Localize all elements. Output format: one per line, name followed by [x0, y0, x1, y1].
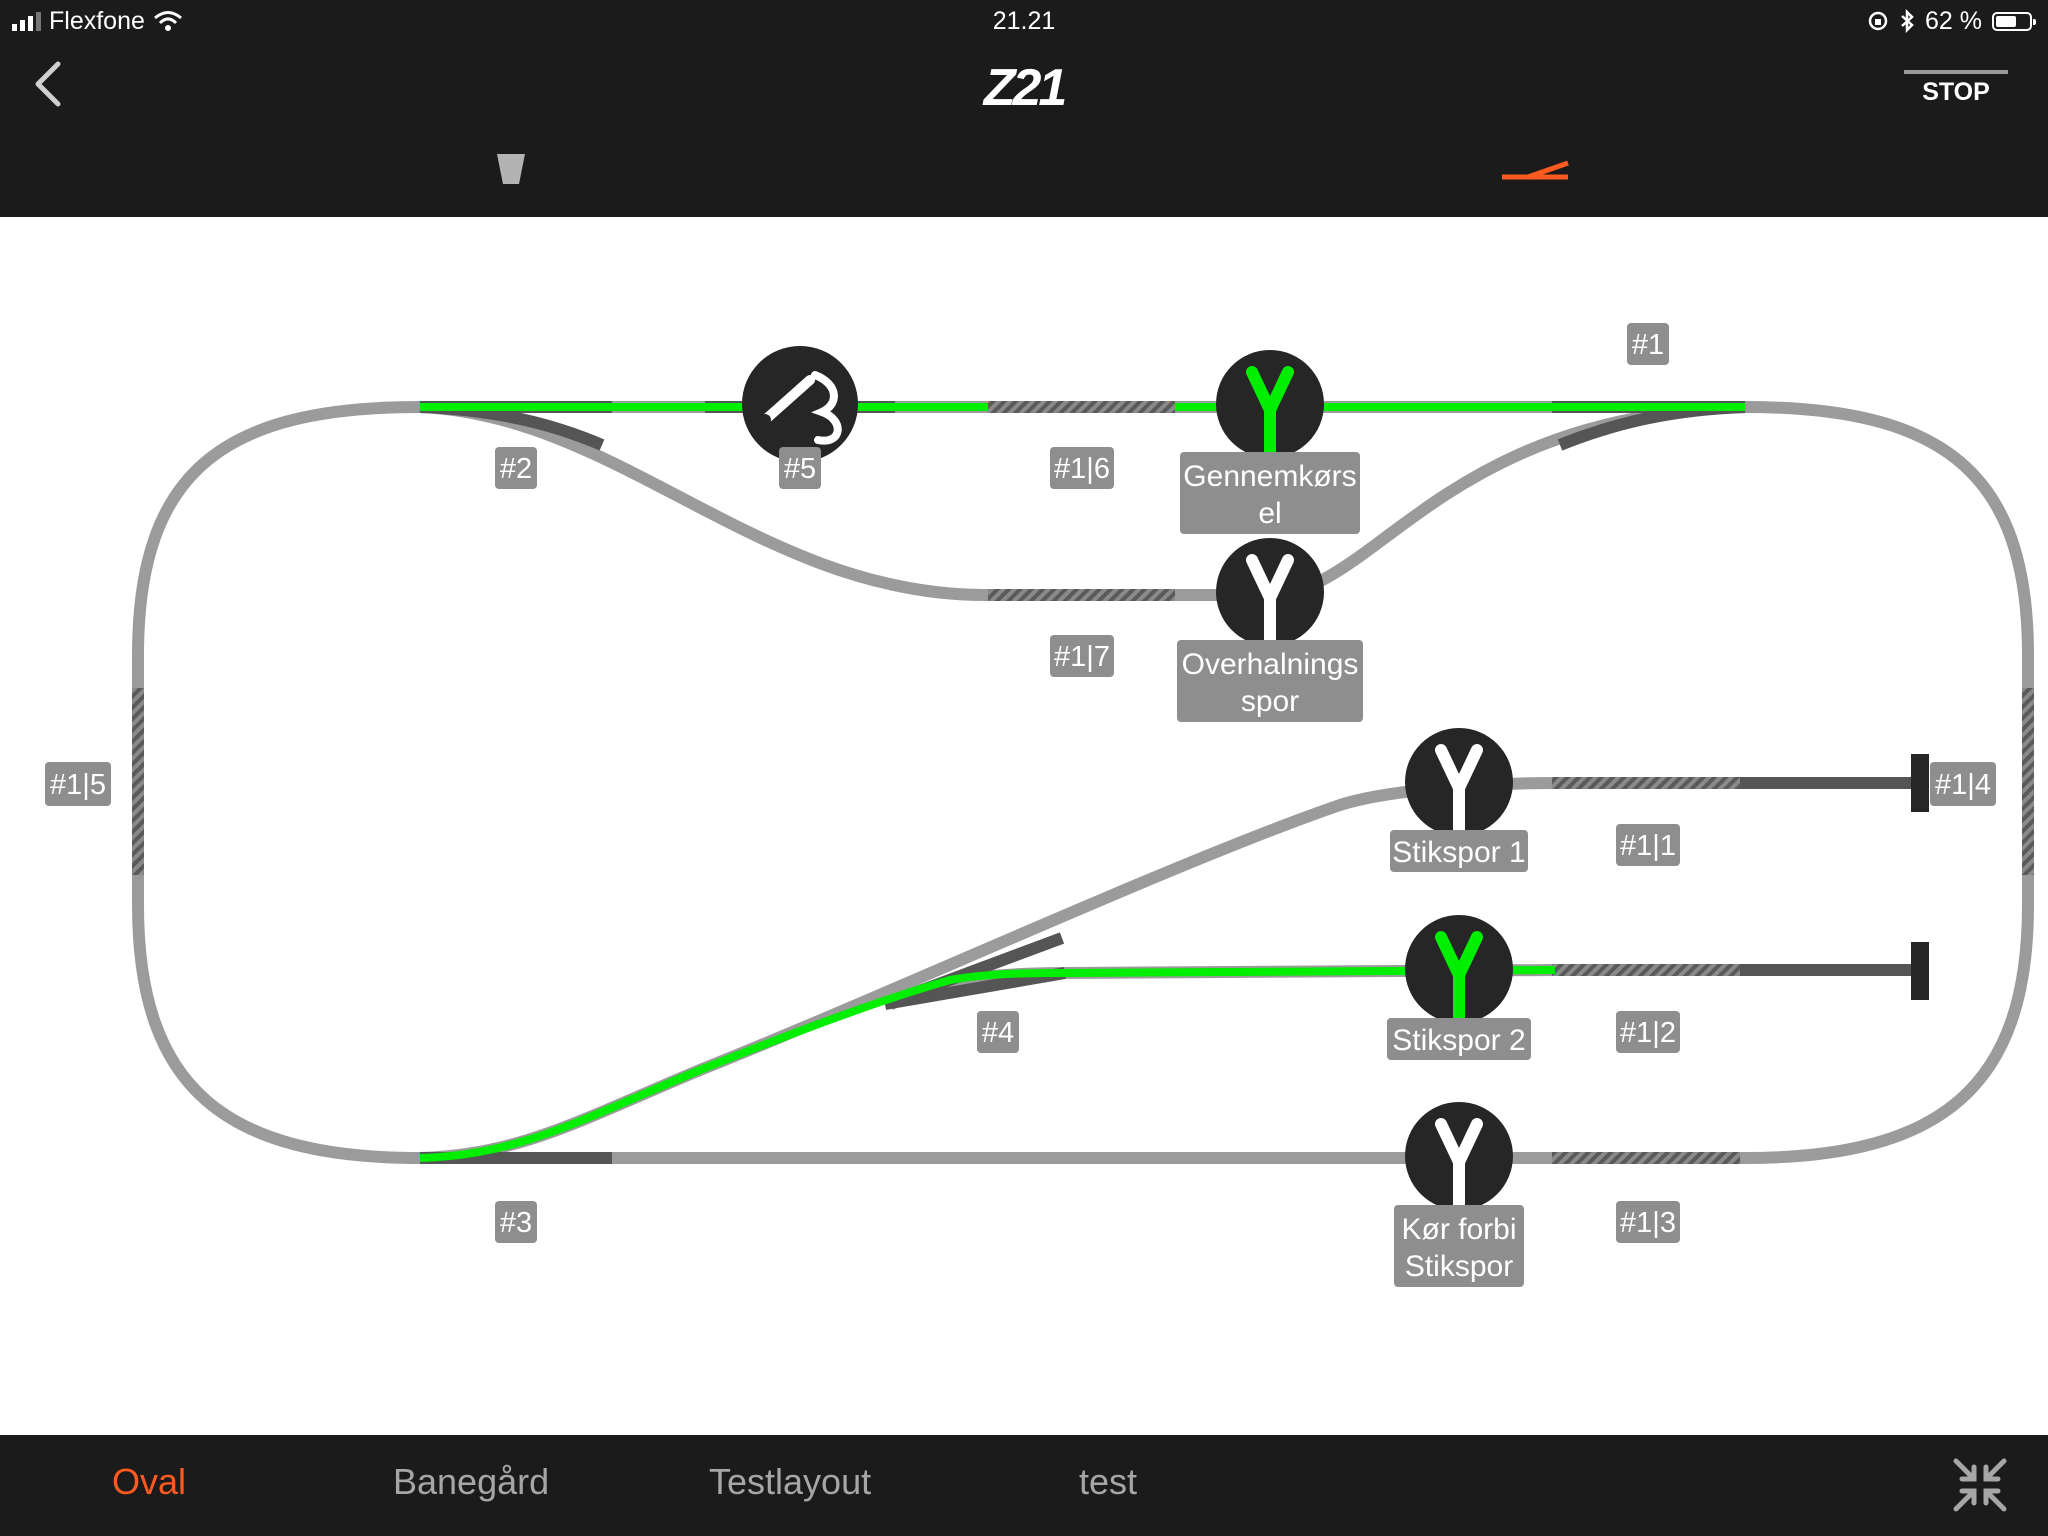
- back-button[interactable]: [24, 56, 74, 112]
- battery-percent: 62 %: [1925, 7, 1982, 35]
- svg-text:#1|2: #1|2: [1620, 1017, 1676, 1049]
- turnout-node-stikspor-1[interactable]: [1405, 728, 1513, 836]
- turnout-node-kor-forbi-stikspor[interactable]: [1405, 1102, 1513, 1210]
- svg-text:Stikspor 1: Stikspor 1: [1392, 836, 1525, 869]
- address-label-1-5[interactable]: #1|5: [45, 762, 111, 806]
- track-siding-overtaking: [419, 401, 1746, 601]
- battery-icon: [1992, 11, 2036, 31]
- name-label-stikspor-2[interactable]: Stikspor 2: [1387, 1018, 1531, 1060]
- svg-text:#1|7: #1|7: [1054, 641, 1110, 673]
- buffer-stop-2: [1911, 942, 1929, 1000]
- address-label-2[interactable]: #2: [495, 447, 537, 489]
- address-label-4[interactable]: #4: [977, 1011, 1019, 1053]
- switch-mode-icon[interactable]: [1500, 158, 1570, 182]
- svg-text:#5: #5: [784, 453, 816, 485]
- address-label-1[interactable]: #1: [1627, 323, 1669, 365]
- turnout-node-stikspor-2[interactable]: [1405, 915, 1513, 1023]
- svg-text:Stikspor 2: Stikspor 2: [1392, 1024, 1525, 1057]
- svg-text:#4: #4: [982, 1017, 1014, 1049]
- address-label-1-7[interactable]: #1|7: [1050, 635, 1114, 677]
- svg-text:#1: #1: [1632, 329, 1664, 361]
- turnout-node-overhalningsspor[interactable]: [1216, 538, 1324, 646]
- app-title: Z21: [983, 59, 1068, 117]
- battery-fill: [1996, 15, 2016, 27]
- svg-text:Gennemkørs: Gennemkørs: [1183, 460, 1356, 493]
- status-time: 21.21: [992, 7, 1056, 35]
- carrier-name: Flexfone: [49, 7, 145, 35]
- buffer-stop-1: [1911, 754, 1929, 812]
- status-left: Flexfone: [12, 6, 183, 36]
- wifi-icon: [153, 11, 182, 31]
- decoupler-node-5[interactable]: [742, 346, 858, 462]
- address-label-1-3[interactable]: #1|3: [1616, 1201, 1680, 1243]
- name-label-overhalningsspor[interactable]: Overhalnings spor: [1177, 640, 1363, 722]
- bottom-tab-bar: Oval Banegård Testlayout test: [0, 1435, 2048, 1536]
- track-outer-oval: [132, 401, 2034, 1164]
- svg-text:#3: #3: [500, 1207, 532, 1239]
- bluetooth-icon: [1901, 9, 1914, 33]
- svg-text:el: el: [1258, 497, 1281, 530]
- status-right: 62 %: [1867, 6, 2036, 36]
- stop-button[interactable]: STOP: [1904, 70, 2008, 107]
- collapse-icon[interactable]: [1952, 1457, 2008, 1513]
- address-label-1-2[interactable]: #1|2: [1616, 1011, 1680, 1053]
- svg-text:Overhalnings: Overhalnings: [1182, 648, 1359, 681]
- signal-icon: [12, 11, 41, 31]
- address-label-1-1[interactable]: #1|1: [1616, 824, 1680, 866]
- name-label-stikspor-1[interactable]: Stikspor 1: [1390, 830, 1528, 872]
- turnout-node-gennemkoersel[interactable]: [1216, 350, 1324, 458]
- locomotive-mode-icon[interactable]: [496, 152, 526, 186]
- svg-text:#2: #2: [500, 453, 532, 485]
- address-label-1-4[interactable]: #1|4: [1930, 762, 1996, 806]
- tab-test[interactable]: test: [1079, 1461, 1138, 1502]
- svg-text:#1|6: #1|6: [1054, 453, 1110, 485]
- top-bar: Flexfone 21.21 62 % Z21 STOP: [0, 0, 2048, 217]
- svg-text:#1|1: #1|1: [1620, 830, 1676, 862]
- name-label-gennemkoersel[interactable]: Gennemkørs el: [1180, 452, 1360, 534]
- address-label-1-6[interactable]: #1|6: [1050, 447, 1114, 489]
- name-label-kor-forbi-stikspor[interactable]: Kør forbi Stikspor: [1394, 1205, 1524, 1287]
- svg-text:#1|4: #1|4: [1935, 769, 1991, 801]
- address-label-5[interactable]: #5: [779, 447, 821, 489]
- tab-oval[interactable]: Oval: [112, 1461, 187, 1502]
- orientation-lock-icon: [1868, 11, 1888, 31]
- svg-text:spor: spor: [1241, 685, 1299, 718]
- svg-text:Kør forbi: Kør forbi: [1401, 1213, 1516, 1246]
- svg-text:#1|3: #1|3: [1620, 1207, 1676, 1239]
- active-route-diagonal: [419, 966, 1556, 1162]
- address-label-3[interactable]: #3: [495, 1201, 537, 1243]
- tab-testlayout[interactable]: Testlayout: [709, 1461, 872, 1502]
- track-layout: #1 #2 #5 #1|6 #1|7 #1|5 #1|4 #1|1 #4 #1|…: [45, 323, 2034, 1287]
- svg-text:Stikspor: Stikspor: [1405, 1250, 1513, 1283]
- svg-text:#1|5: #1|5: [50, 769, 106, 801]
- tab-banegaard[interactable]: Banegård: [393, 1461, 550, 1502]
